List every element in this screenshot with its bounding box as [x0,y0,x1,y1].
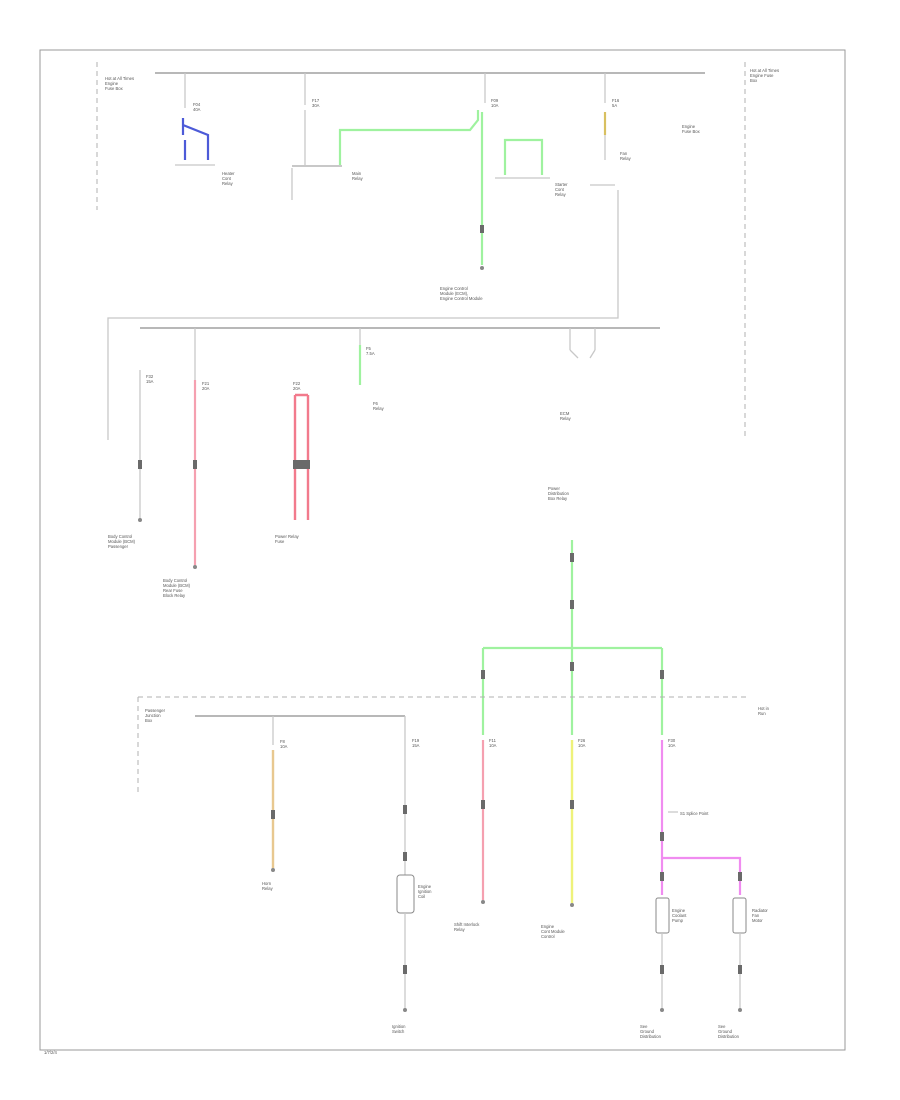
magenta-connector-3 [738,872,742,881]
yellow-terminal [570,903,574,907]
fan-motor-box [732,897,747,934]
magenta-connector-1 [660,832,664,841]
starter-relay-wires [503,138,544,175]
fuel-pump-connector [660,965,664,974]
horn-connector [271,810,275,819]
fuel-pump-box [655,897,670,934]
trunk-connector-1 [570,553,574,562]
shift-terminal [481,900,485,904]
fan-motor-terminal [738,1008,742,1012]
yellow-connector [570,800,574,809]
main-relay-base [292,165,342,167]
ecm-connector [480,225,484,233]
fuel-pump-terminal [660,1008,664,1012]
left-gray-terminal [138,518,142,522]
horn-terminal [271,868,275,872]
red-power-wires [293,393,310,520]
ignition-coil-box [396,874,415,914]
coil-connector-1 [403,805,407,814]
diagram-frame [39,49,846,1051]
green-top-wire [338,110,480,165]
coil-connector-3 [403,965,407,974]
branch-mid-connector [570,662,574,671]
coil-terminal [403,1008,407,1012]
main-relay-wire [291,110,306,200]
branch-left-connector [481,670,485,679]
footer-code: 1/7/2/4 [44,1050,57,1055]
pink-bcm-terminal [193,565,197,569]
red-connector [293,460,310,469]
ecm-terminal [480,266,484,270]
feed-to-middle [107,190,619,440]
shift-connector [481,800,485,809]
blue-relay-wires [181,118,210,160]
pink-bcm-connector [193,460,197,469]
magenta-connector-2 [660,872,664,881]
branch-right-connector [660,670,664,679]
fan-motor-connector [738,965,742,974]
ecm-relay-contacts [569,349,596,359]
splice-label: S1 Splice Point [680,811,709,816]
coil-connector-2 [403,852,407,861]
left-gray-connector [138,460,142,469]
trunk-connector-2 [570,600,574,609]
magenta-branch-wire [662,856,742,895]
